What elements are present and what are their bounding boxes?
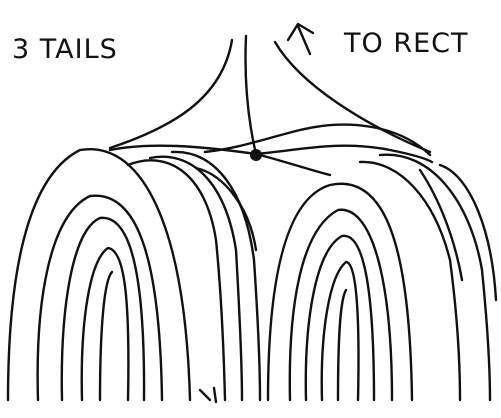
far-right-loop-bundle xyxy=(360,155,496,400)
rect-label: TO RECT xyxy=(343,28,469,59)
junction-dot-icon xyxy=(250,149,262,161)
tails-label: 3 TAILS xyxy=(12,34,118,65)
right-loop-bundle xyxy=(268,184,412,400)
connecting-arcs xyxy=(110,125,432,175)
left-loop-bundle xyxy=(8,149,190,400)
up-arrow-icon xyxy=(288,24,313,54)
center-tail xyxy=(245,36,256,154)
left-tail xyxy=(110,40,232,148)
